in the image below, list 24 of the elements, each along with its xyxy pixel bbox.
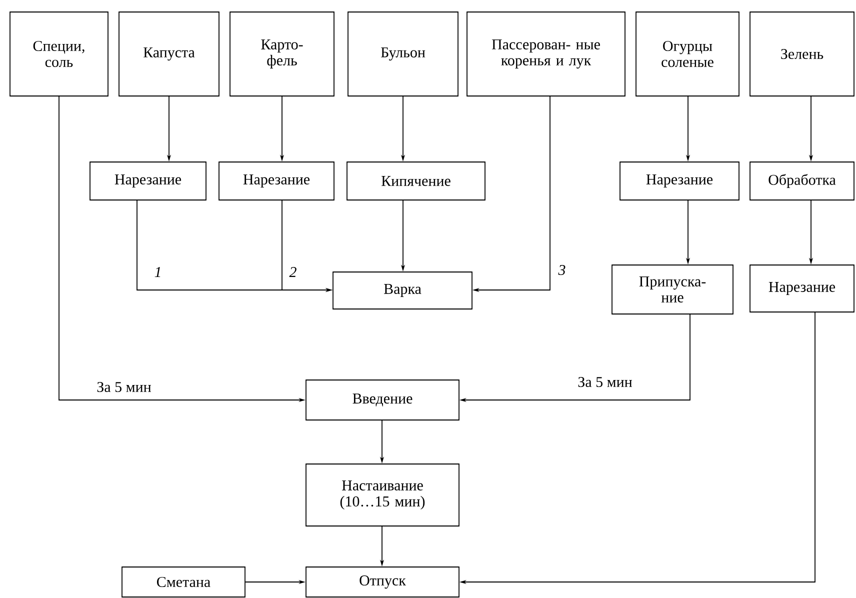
process-box: Капуста	[118, 12, 220, 96]
process-box: Варка	[332, 272, 472, 310]
edge-label: За 5 мин	[96, 380, 152, 394]
process-box: Обработка	[750, 162, 854, 200]
process-box: Отпуск	[306, 566, 460, 598]
process-box: Карто- фель	[230, 12, 334, 96]
process-box: Огурцы соленые	[636, 12, 740, 96]
process-box: Сметана	[122, 566, 246, 598]
edge-label: 3	[557, 264, 567, 276]
process-box: Бульон	[348, 12, 458, 96]
edge-label: 2	[288, 266, 298, 278]
process-box: Нарезание	[90, 162, 206, 200]
process-box: Специи, соль	[10, 12, 108, 96]
process-box: Кипячение	[346, 162, 486, 200]
process-box: Припуска- ние	[612, 264, 734, 314]
process-box: Зелень	[750, 12, 854, 96]
process-box: Настаивание (10…15 мин)	[306, 464, 460, 526]
process-box: Введение	[306, 380, 460, 420]
edge-label: 1	[153, 266, 163, 278]
edge-label: За 5 мин	[576, 376, 634, 388]
process-box: Нарезание	[620, 162, 740, 200]
process-box: Нарезание	[750, 264, 854, 312]
process-box: Пассерован- ные коренья и лук	[466, 12, 626, 96]
process-box: Нарезание	[218, 162, 334, 200]
